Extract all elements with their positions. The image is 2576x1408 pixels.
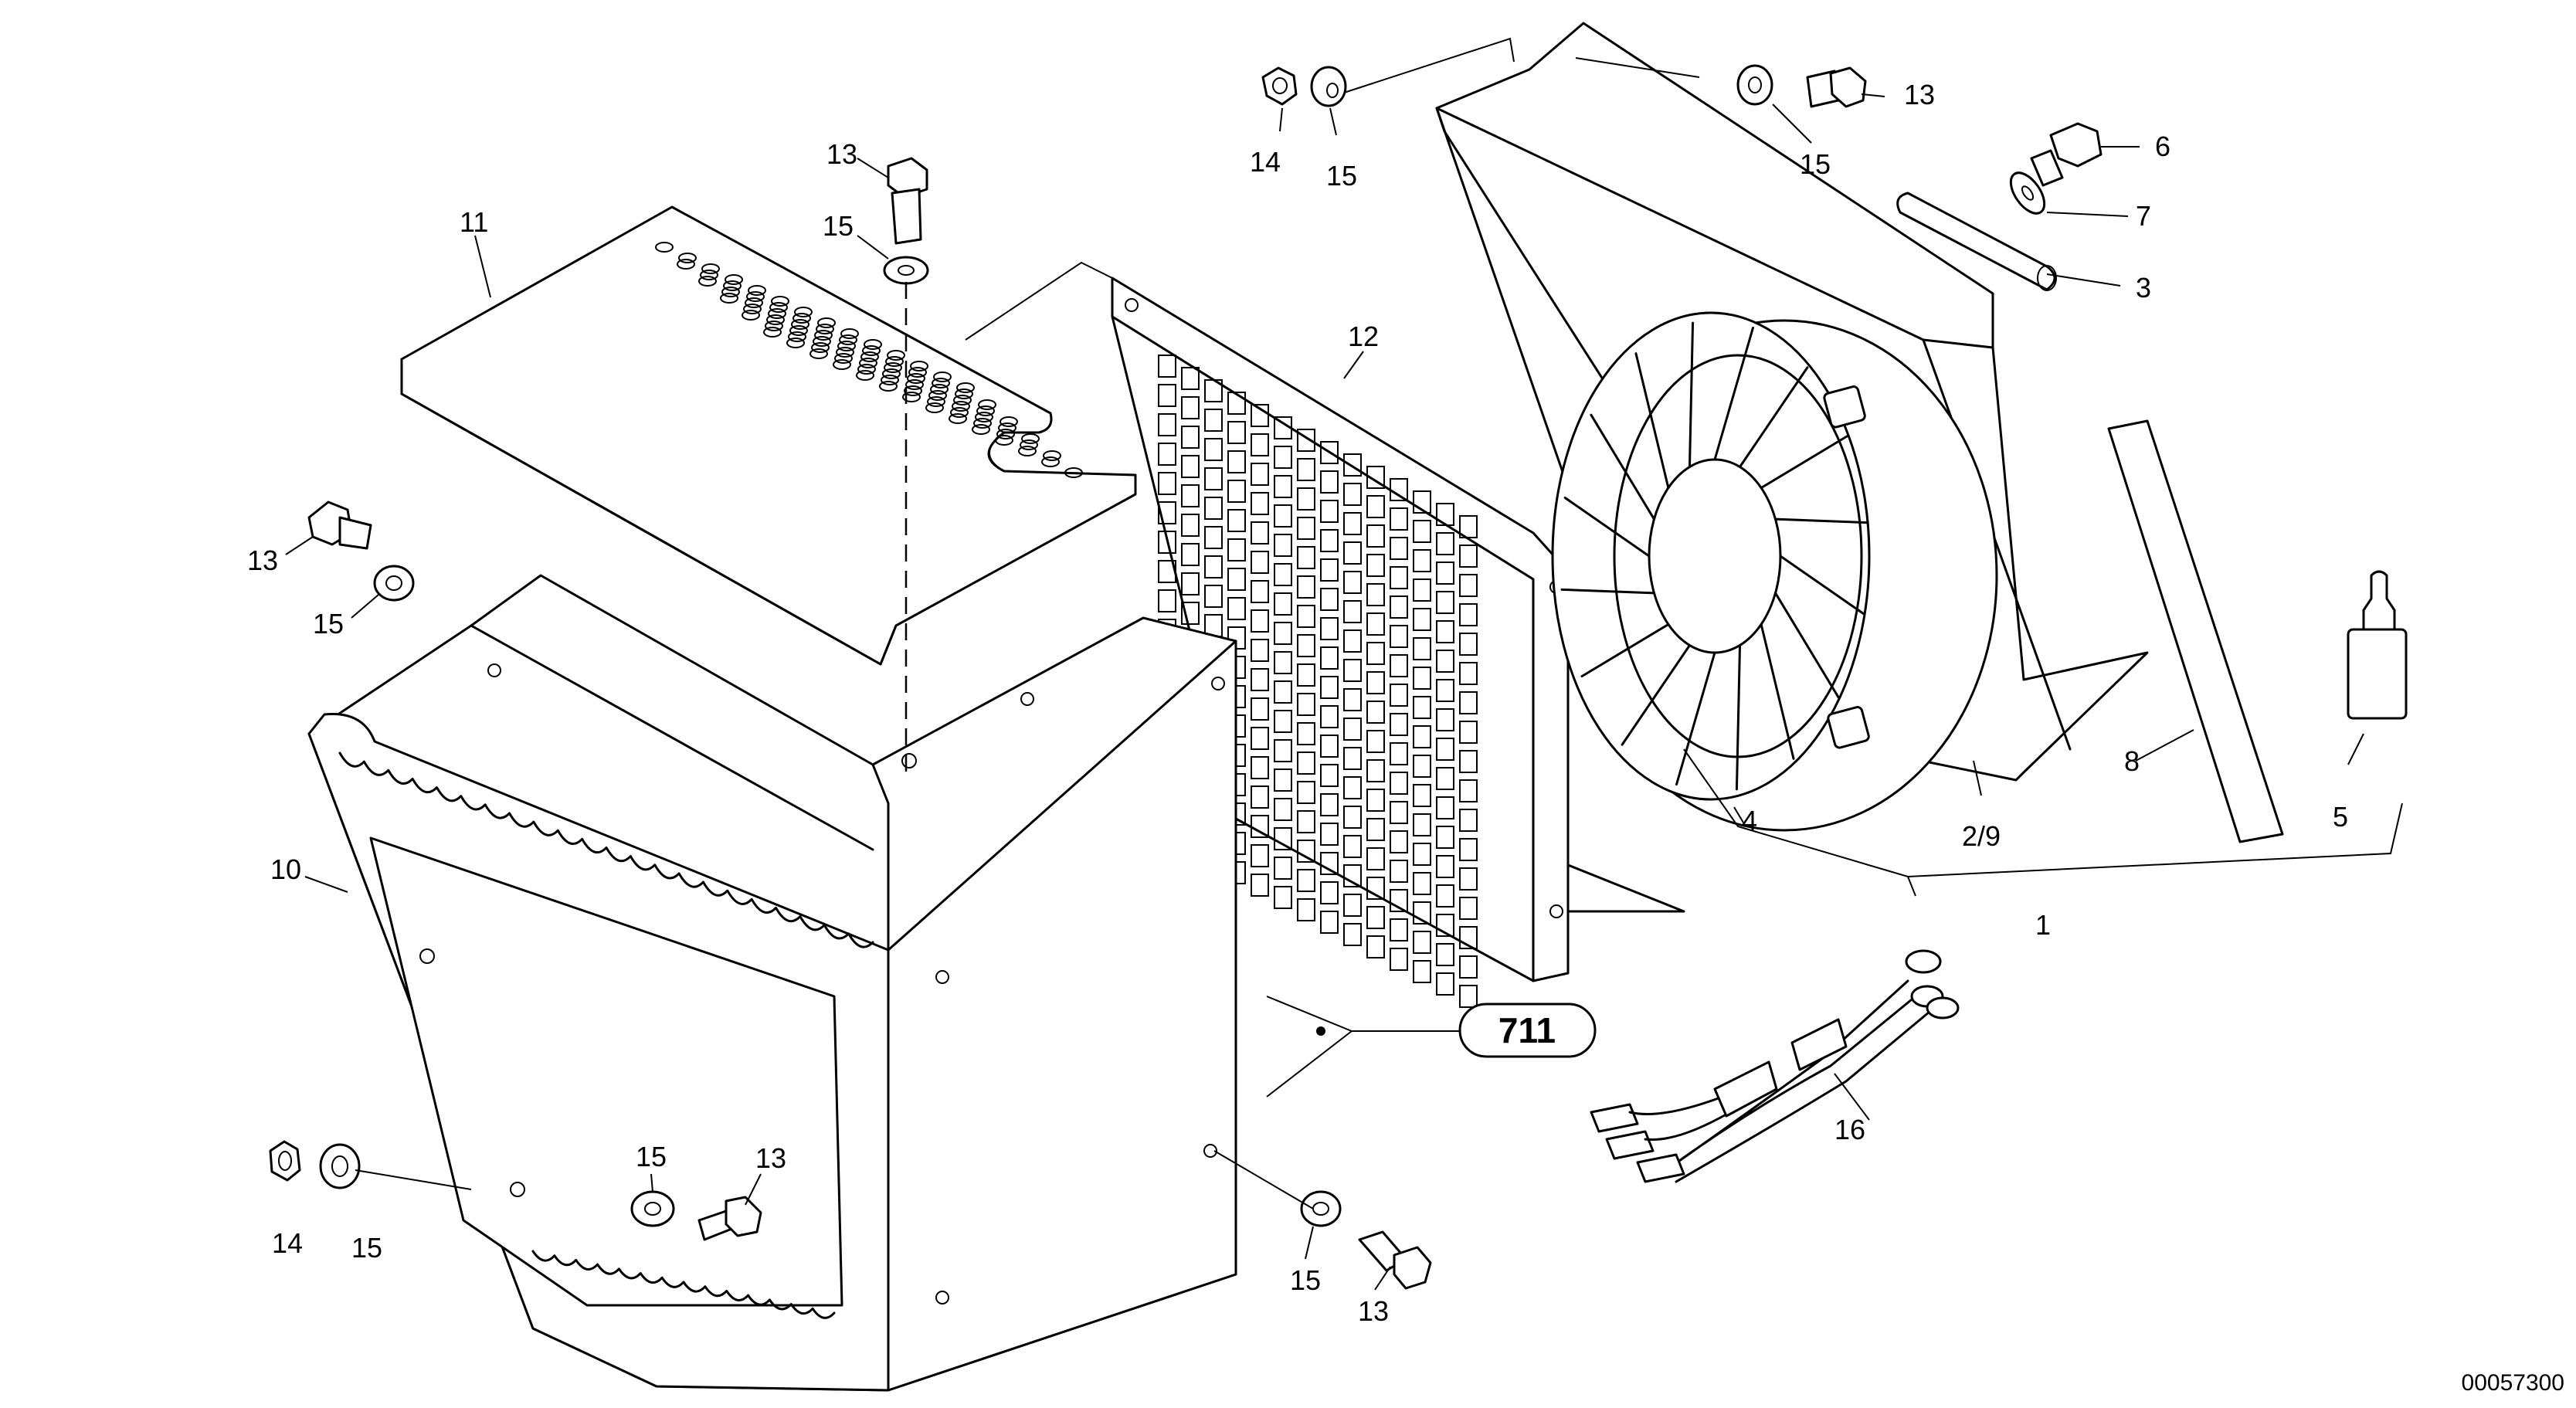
callout-13-top-center: 13: [826, 138, 857, 170]
radiator-fitting-upper: [1823, 385, 1870, 749]
callout-16: 16: [1834, 1114, 1865, 1145]
callout-15-top-right: 15: [1800, 148, 1831, 180]
callout-15-left: 15: [313, 608, 344, 640]
callout-14-bottom-left: 14: [272, 1227, 303, 1259]
grille-panel: [1111, 277, 1685, 1008]
callout-15-bottom-right: 15: [1290, 1264, 1321, 1296]
callout-15-bottom-left: 15: [351, 1232, 382, 1264]
fastener-bolt-top-right: [1806, 66, 1867, 108]
callout-4: 4: [1742, 805, 1757, 836]
fastener-washer-top-center: [883, 256, 929, 285]
top-cover-plate: [400, 205, 1137, 666]
fastener-nut-bottom-left: [269, 1140, 301, 1182]
reference-label-text: 711: [1498, 1010, 1556, 1050]
callout-13-top-right: 13: [1904, 79, 1935, 110]
temperature-sensor: [2347, 570, 2408, 720]
hose-pipe: [1896, 192, 2057, 291]
fastener-washer-7: [2009, 171, 2046, 215]
callout-3: 3: [2136, 272, 2151, 304]
fastener-bolt-6: [2030, 122, 2103, 187]
callout-8: 8: [2124, 745, 2140, 777]
fastener-washer-bottom-right: [1300, 1190, 1342, 1227]
wiring-harness: [1590, 949, 1960, 1183]
document-number: 00057300: [2462, 1370, 2564, 1396]
fan-blades: [1560, 321, 1869, 791]
fastener-washer-top-right: [1736, 64, 1773, 106]
cover-vent-slots: [655, 242, 1083, 478]
callout-11: 11: [460, 206, 488, 238]
callout-12: 12: [1348, 321, 1379, 352]
fastener-washer-bottom-left: [319, 1143, 361, 1189]
callout-13-bottom-mid: 13: [755, 1142, 786, 1174]
fastener-washer-bottom-mid: [630, 1190, 675, 1227]
callout-15-top: 15: [1326, 160, 1357, 192]
callout-1: 1: [2035, 909, 2051, 941]
fastener-bolt-bottom-mid: [697, 1196, 762, 1241]
callout-15-top-center: 15: [823, 210, 854, 242]
callouts: 13 15 11 13 15 10 15 13 14 15 12 15 13 1…: [247, 79, 2348, 1327]
callout-5: 5: [2333, 801, 2348, 833]
reference-label-711: 711: [1458, 1003, 1597, 1058]
fastener-bolt-top-center: [887, 157, 928, 245]
callout-13-bottom-right: 13: [1358, 1295, 1389, 1327]
callout-13-left: 13: [247, 545, 278, 576]
callout-14-top: 14: [1250, 146, 1281, 178]
seal-strip: [2107, 419, 2284, 843]
fastener-nut-top: [1261, 66, 1298, 106]
fastener-bolt-left: [307, 500, 372, 550]
callout-15-bottom-mid: 15: [636, 1141, 667, 1172]
fastener-washer-top: [1310, 66, 1347, 107]
callout-2-9: 2/9: [1962, 820, 2001, 852]
fastener-bolt-bottom-right: [1358, 1230, 1432, 1290]
radiator-fan-assembly: [1435, 22, 2149, 832]
fastener-washer-left: [373, 565, 415, 602]
callout-6: 6: [2155, 131, 2170, 162]
callout-10: 10: [270, 853, 301, 885]
lower-housing: [307, 574, 1237, 1392]
leader-lines: [285, 37, 2403, 1291]
callout-7: 7: [2136, 200, 2151, 232]
